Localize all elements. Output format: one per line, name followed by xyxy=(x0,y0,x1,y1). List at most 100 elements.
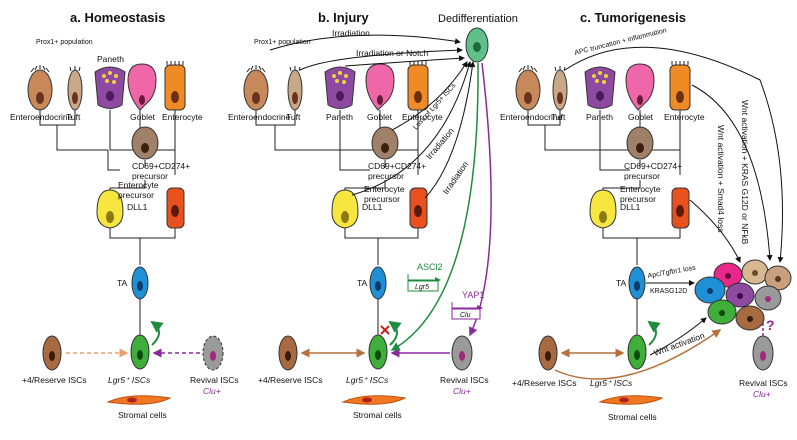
dll1-cell xyxy=(96,189,124,229)
tumor-cluster xyxy=(694,259,792,331)
enterocyte-precursor-cell-b xyxy=(409,187,428,229)
label-enteroendocrine-b: Enteroendocrine xyxy=(228,112,291,122)
label-ent-prec-2-b: precursor xyxy=(364,194,400,204)
self-renewal-arrow xyxy=(150,320,164,346)
tuft-cell-c xyxy=(552,66,568,111)
label-irradiation-notch: Irradiation or Notch xyxy=(356,48,429,58)
tuft-cell-b xyxy=(287,66,303,111)
label-lgr5-gene: Lgr5 xyxy=(415,284,429,291)
label-irradiation-top: Irradiation xyxy=(332,28,370,38)
goblet-cell xyxy=(127,63,157,111)
panel-title-tumorigenesis: c. Tumorigenesis xyxy=(580,10,686,25)
revival-cell-b xyxy=(451,335,473,371)
label-goblet: Goblet xyxy=(130,112,156,122)
ta-cell-c xyxy=(628,266,646,300)
self-renewal-arrow-c xyxy=(647,320,661,346)
arrow-lgr5-wnt xyxy=(649,317,707,356)
label-stromal-c: Stromal cells xyxy=(608,412,657,422)
revival-cell xyxy=(202,335,224,371)
stromal-cell-c xyxy=(598,395,664,405)
panel-a: Prox1+ population xyxy=(10,39,239,420)
label-ent-prec-1-b: Enterocyte xyxy=(364,184,405,194)
label-reserve-iscs-c: +4/Reserve ISCs xyxy=(512,378,577,388)
label-cd69-2-c: precursor xyxy=(624,171,660,181)
label-paneth-b: Paneth xyxy=(326,112,353,122)
panel-title-homeostasis: a. Homeostasis xyxy=(70,10,165,25)
label-stromal-b: Stromal cells xyxy=(353,410,402,420)
label-lgr5-iscs: Lgr5⁺ ISCs xyxy=(108,375,151,385)
label-ascl2: ASCl2 xyxy=(417,262,443,272)
label-prox1-b: Prox1+ population xyxy=(254,39,311,46)
label-wnt-smad4: Wnt activation + Smad4 loss xyxy=(716,125,726,232)
label-ent-prec-1: Enterocyte xyxy=(118,180,159,190)
label-ta: TA xyxy=(117,278,128,288)
label-dll1-c: DLL1 xyxy=(620,202,641,212)
paneth-cell-c xyxy=(584,66,616,109)
label-revival-iscs: Revival ISCs xyxy=(190,375,239,385)
stromal-cell-b xyxy=(341,395,407,405)
panel-title-injury: b. Injury xyxy=(318,10,369,25)
cd69-precursor-cell-c xyxy=(626,126,654,160)
arrow-irradiation-top xyxy=(269,34,461,51)
lgr5-cell-c xyxy=(627,334,647,370)
label-goblet-b: Goblet xyxy=(367,112,393,122)
tuft-cell xyxy=(67,66,83,111)
goblet-cell-c xyxy=(625,63,655,111)
lgr5-cell xyxy=(130,334,150,370)
arrow-tuft-apc xyxy=(564,46,784,263)
cd69-precursor-cell xyxy=(131,126,159,160)
cd69-precursor-cell-b xyxy=(371,126,399,160)
label-enterocyte-b: Enterocyte xyxy=(402,112,443,122)
self-renewal-arrow-b xyxy=(388,320,402,346)
enteroendocrine-cell-c xyxy=(515,65,541,111)
label-stromal: Stromal cells xyxy=(118,410,167,420)
label-tuft-c: Tuft xyxy=(551,112,566,122)
label-yap1: YAP1 xyxy=(462,290,484,300)
label-dll1: DLL1 xyxy=(127,202,148,212)
label-apc-tgfbr: Apc/Tgfbr1 loss xyxy=(647,265,697,280)
label-cd69-1: CD69+CD274+ xyxy=(132,161,190,171)
label-wnt-kras: Wnt activation + KRAS G12D or NFkB xyxy=(740,100,750,245)
arrow-entprec-smad4 xyxy=(689,199,741,263)
enterocyte-precursor-cell-c xyxy=(671,187,690,229)
label-enteroendocrine-c: Enteroendocrine xyxy=(500,112,563,122)
arrow-enterocyte-kras xyxy=(691,84,773,261)
label-tuft: Tuft xyxy=(66,112,81,122)
label-clu-gene: Clu xyxy=(460,312,471,319)
label-clu-plus-c: Clu+ xyxy=(753,389,771,399)
arrow-from-paneth xyxy=(344,55,465,67)
label-ta-c: TA xyxy=(616,278,627,288)
reserve-cell-b xyxy=(278,335,298,371)
label-apc-truncation: APC truncation + inflammation xyxy=(574,27,668,57)
arrow-from-dll1 xyxy=(351,61,472,196)
label-ent-prec-2: precursor xyxy=(118,190,154,200)
label-lgr5-iscs-b: Lgr5⁺ ISCs xyxy=(346,375,389,385)
reserve-cell-c xyxy=(538,335,558,371)
red-x-icon xyxy=(380,325,390,335)
label-dll1-b: DLL1 xyxy=(362,202,383,212)
paneth-cell-b xyxy=(324,66,356,109)
label-ta-b: TA xyxy=(357,278,368,288)
enterocyte-cell-c xyxy=(669,61,691,111)
label-goblet-c: Goblet xyxy=(628,112,654,122)
label-revival-iscs-b: Revival ISCs xyxy=(440,375,489,385)
label-paneth-top: Paneth xyxy=(97,54,124,64)
ta-cell xyxy=(131,266,149,300)
label-clu-plus-b: Clu+ xyxy=(453,386,471,396)
enteroendocrine-cell-b xyxy=(243,65,269,111)
panel-c: Enteroendocrine Tuft Paneth Goblet Enter… xyxy=(500,27,792,422)
label-tuft-b: Tuft xyxy=(286,112,301,122)
lgr5-gene-icon xyxy=(407,274,441,292)
label-ent-prec-2-c: precursor xyxy=(620,194,656,204)
reserve-to-tumor-arrow xyxy=(554,329,722,380)
goblet-cell-b xyxy=(365,63,395,111)
lgr5-cell-b xyxy=(368,334,388,370)
enterocyte-precursor-cell xyxy=(166,187,185,229)
label-cd69-2: precursor xyxy=(132,171,168,181)
label-ent-prec-1-c: Enterocyte xyxy=(620,184,661,194)
label-question-mark: ? xyxy=(766,317,775,333)
label-enterocyte: Enterocyte xyxy=(162,112,203,122)
label-krasg12d: KRASG12D xyxy=(650,288,687,295)
label-enterocyte-c: Enterocyte xyxy=(664,112,705,122)
label-lgr5-iscs-c: Lgr5⁺ ISCs xyxy=(590,378,633,388)
